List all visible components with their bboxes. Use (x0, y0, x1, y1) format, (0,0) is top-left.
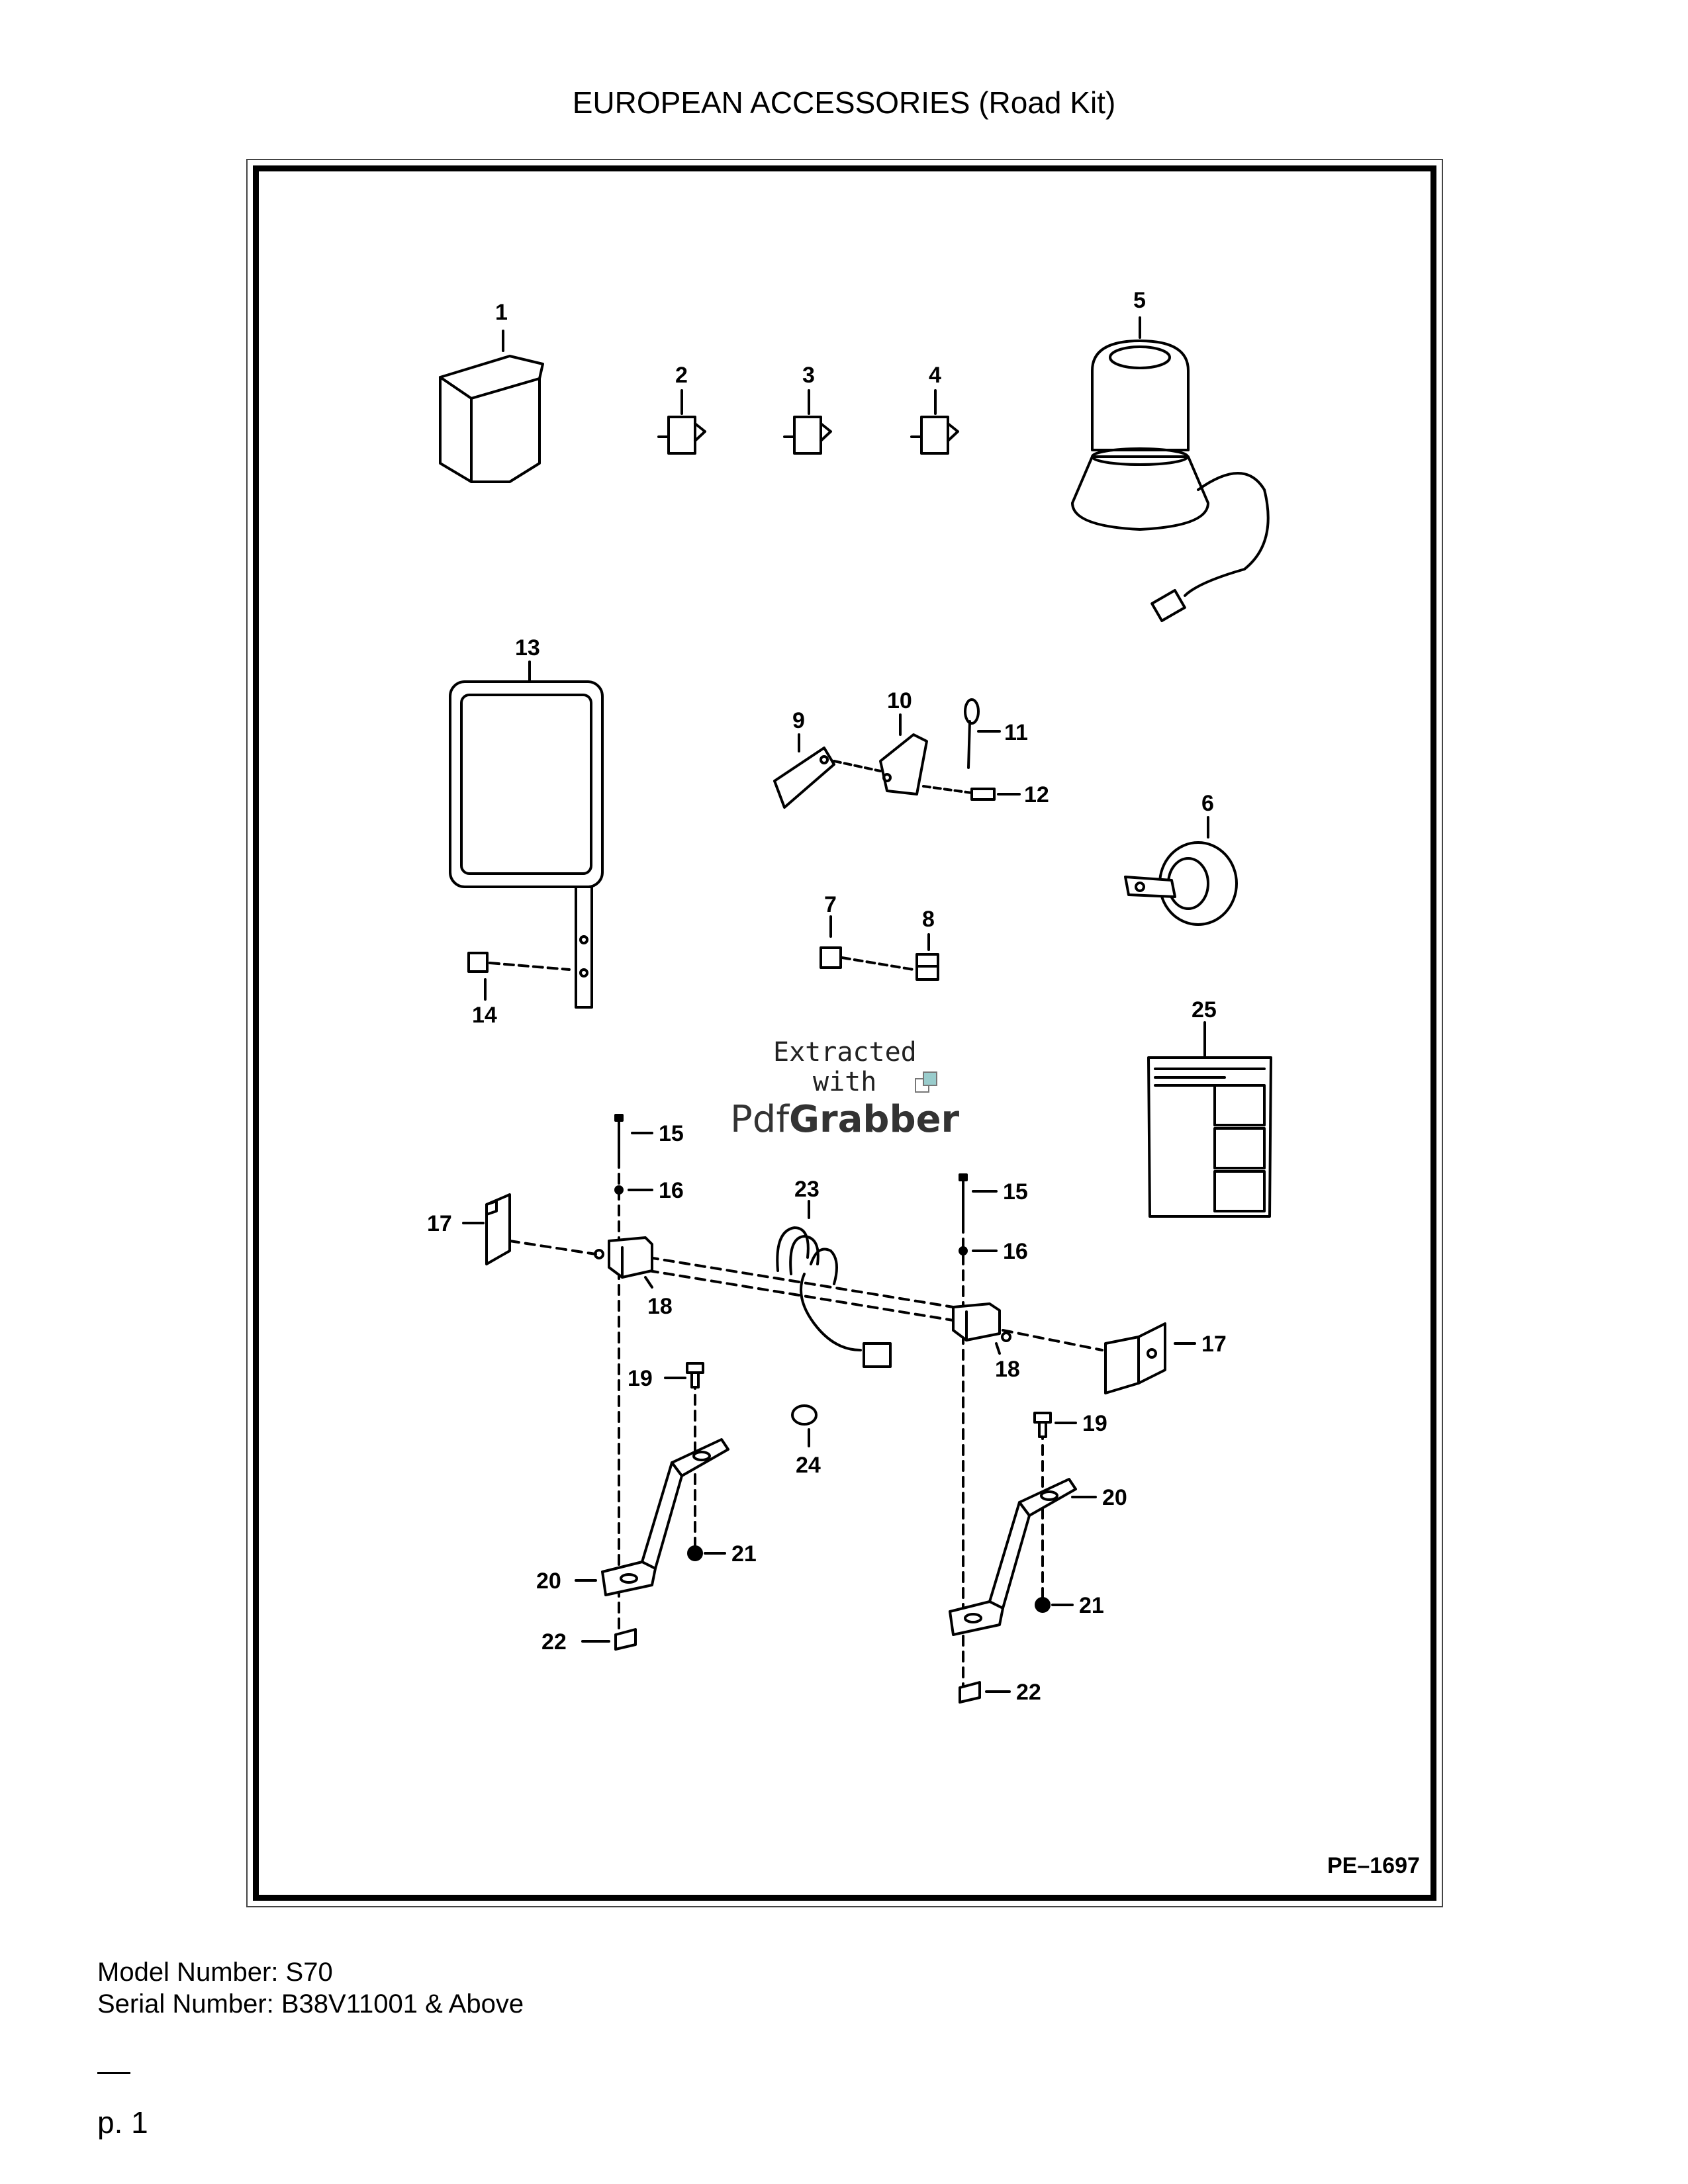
part-10-bracket (833, 713, 928, 796)
watermark-line2: with (813, 1067, 876, 1097)
callout-18-right: 18 (995, 1357, 1020, 1382)
part-12-clevis-pin (922, 785, 996, 801)
callout-2: 2 (675, 363, 688, 388)
callout-19-left: 19 (628, 1366, 653, 1391)
part-20-bracket-left (601, 1438, 729, 1596)
callout-6: 6 (1201, 791, 1214, 816)
part-21-nuts (687, 1545, 1051, 1613)
callout-3: 3 (802, 363, 815, 388)
watermark: Extracted with PdfGrabber (730, 1037, 960, 1141)
callout-5: 5 (1133, 288, 1146, 313)
callout-8: 8 (922, 907, 935, 932)
callout-11: 11 (1004, 720, 1028, 745)
watermark-line1: Extracted (773, 1037, 917, 1068)
callout-1: 1 (495, 300, 508, 325)
part-13-mirror (449, 660, 604, 1009)
part-25-instruction-sheet (1147, 1021, 1272, 1218)
callout-23: 23 (794, 1177, 820, 1202)
part-11-pin (964, 698, 980, 769)
callout-25: 25 (1192, 997, 1217, 1023)
watermark-brand-a: Pdf (730, 1098, 790, 1141)
callout-22-left: 22 (541, 1629, 567, 1655)
part-4-switch (910, 389, 959, 455)
part-18-housing-left (594, 1236, 653, 1279)
callout-22-right: 22 (1016, 1680, 1041, 1705)
callout-13: 13 (515, 635, 540, 660)
callout-18-left: 18 (647, 1294, 673, 1319)
part-15-bolts (614, 1114, 968, 1226)
part-22-shims (614, 1628, 981, 1704)
callout-17-left: 17 (427, 1211, 452, 1236)
callout-4: 4 (929, 363, 941, 388)
callout-21-right: 21 (1079, 1593, 1104, 1618)
part-18-housing-right (952, 1302, 1011, 1342)
callout-15-right: 15 (1003, 1179, 1028, 1205)
part-20-bracket-right (949, 1478, 1077, 1636)
watermark-brand: PdfGrabber (730, 1098, 960, 1141)
mount-centerlines (508, 1157, 1103, 1689)
part-6-horn (1124, 816, 1238, 926)
callout-24: 24 (796, 1453, 821, 1478)
callout-16-left: 16 (659, 1178, 684, 1203)
callout-14: 14 (472, 1003, 497, 1028)
page-number: p. 1 (97, 2105, 148, 2140)
leader-lines (462, 730, 1196, 1693)
watermark-logo-icon (915, 1071, 937, 1093)
part-23-harness (776, 1200, 892, 1368)
callout-16-right: 16 (1003, 1239, 1028, 1264)
watermark-brand-b: Grabber (789, 1098, 960, 1141)
part-17-bracket-right (1104, 1322, 1166, 1394)
diagram-frame-outer (246, 159, 1443, 1907)
callout-9: 9 (792, 708, 805, 733)
serial-number: Serial Number: B38V11001 & Above (97, 1989, 524, 2019)
callout-7: 7 (824, 892, 837, 917)
model-number: Model Number: S70 (97, 1958, 333, 1987)
part-24-clip (791, 1404, 818, 1447)
page-title: EUROPEAN ACCESSORIES (Road Kit) (572, 85, 1116, 120)
callout-20-right: 20 (1102, 1485, 1127, 1510)
part-16-washers (614, 1185, 968, 1255)
callout-20-left: 20 (536, 1569, 561, 1594)
part-8-nut (915, 933, 939, 981)
part-7-bolt (820, 915, 915, 971)
callout-15-left: 15 (659, 1121, 684, 1146)
callout-17-right: 17 (1201, 1332, 1227, 1357)
part-5-beacon (1071, 316, 1270, 622)
callout-21-left: 21 (731, 1541, 757, 1567)
part-1-box (439, 330, 544, 483)
part-9-plate (773, 733, 835, 809)
callout-12: 12 (1024, 782, 1049, 807)
part-2-switch (657, 389, 706, 455)
part-3-switch (783, 389, 832, 455)
part-19-bolts (686, 1362, 1052, 1438)
diagram-frame (253, 165, 1436, 1901)
figure-code: PE–1697 (1327, 1853, 1420, 1878)
page-rule (97, 2072, 130, 2074)
part-17-bracket-left (485, 1193, 511, 1265)
callout-19-right: 19 (1082, 1411, 1107, 1436)
callout-10: 10 (887, 688, 912, 713)
